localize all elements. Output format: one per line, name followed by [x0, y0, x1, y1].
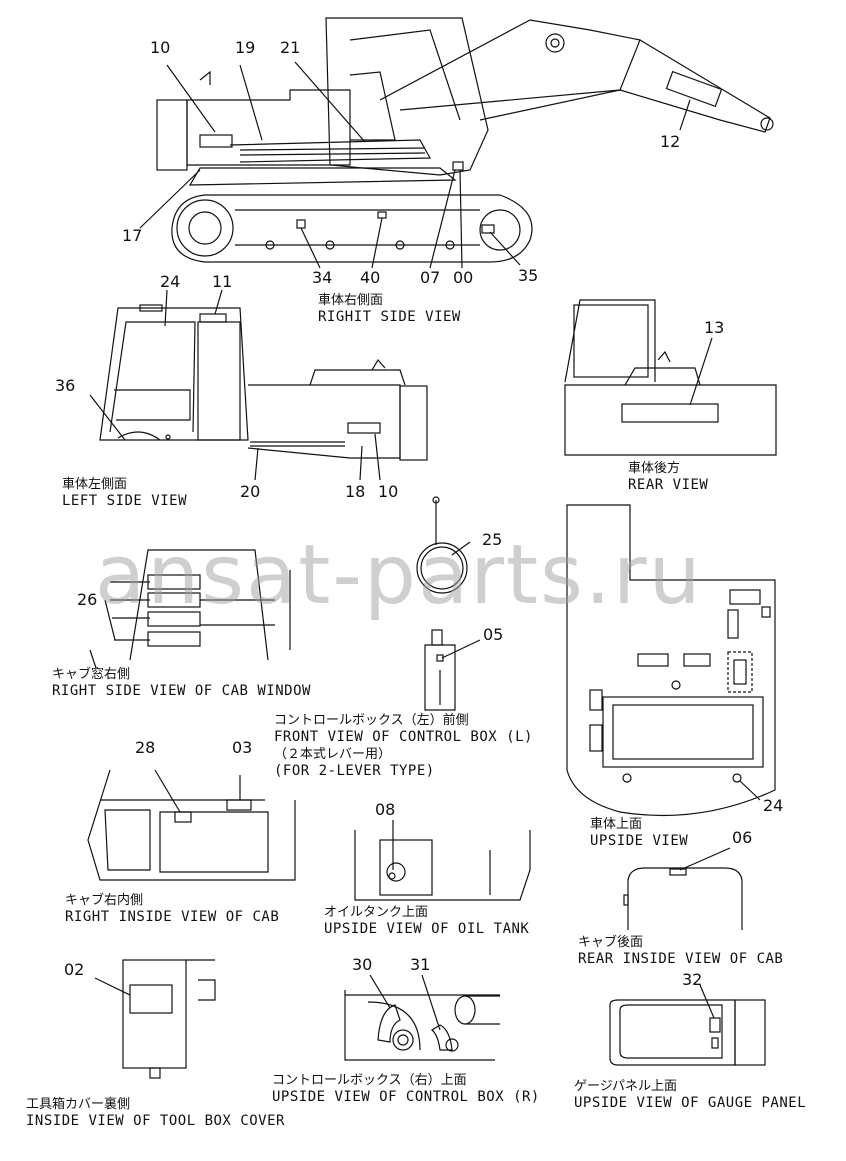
callout-26: 26: [77, 590, 98, 609]
callout-31: 31: [410, 955, 431, 974]
callout-10b: 10: [378, 482, 399, 501]
caption-left-side-jp: 車体左側面: [62, 477, 128, 492]
callout-19: 19: [235, 38, 256, 57]
caption-gauge-panel-jp: ゲージパネル上面: [574, 1079, 677, 1094]
caption-tool-box-en: INSIDE VIEW OF TOOL BOX COVER: [26, 1113, 285, 1129]
caption-rear-en: REAR VIEW: [628, 477, 709, 493]
callout-00: 00: [453, 268, 474, 287]
callout-06: 06: [732, 828, 753, 847]
callout-03: 03: [232, 738, 253, 757]
caption-upside-en: UPSIDE VIEW: [590, 833, 689, 849]
callout-30: 30: [352, 955, 373, 974]
caption-upside: 車体上面 UPSIDE VIEW: [590, 816, 688, 850]
cab-window-drawing: [89, 549, 291, 669]
callout-02: 02: [64, 960, 85, 979]
caption-right-side-jp: 車体右側面: [318, 293, 384, 308]
callout-20: 20: [240, 482, 261, 501]
upside-view-drawing: [566, 504, 776, 817]
caption-oil-tank-en: UPSIDE VIEW OF OIL TANK: [324, 921, 530, 937]
caption-inside-cab: キャブ右内側 RIGHT INSIDE VIEW OF CAB: [65, 892, 279, 926]
caption-cab-window: キャブ窓右側 RIGHT SIDE VIEW OF CAB WINDOW: [52, 666, 311, 700]
control-box-left-drawing: [416, 496, 481, 711]
rear-inside-cab-drawing: [623, 847, 743, 930]
caption-control-box-right: コントロールボックス（右）上面 UPSIDE VIEW OF CONTROL B…: [272, 1072, 540, 1106]
caption-inside-cab-jp: キャブ右内側: [65, 893, 144, 908]
callout-12: 12: [660, 132, 681, 151]
excavator-left-side-drawing: [89, 289, 428, 481]
caption-left-side: 車体左側面 LEFT SIDE VIEW: [62, 476, 187, 510]
caption-tool-box-jp: 工具箱カバー裏側: [26, 1097, 131, 1112]
excavator-right-side-drawing: [139, 17, 774, 269]
caption-inside-cab-en: RIGHT INSIDE VIEW OF CAB: [65, 909, 280, 925]
callout-18: 18: [345, 482, 366, 501]
caption-rear: 車体後方 REAR VIEW: [628, 460, 708, 494]
caption-left-side-en: LEFT SIDE VIEW: [62, 493, 188, 509]
caption-control-box-left-en2: (FOR 2-LEVER TYPE): [274, 763, 435, 779]
caption-rear-jp: 車体後方: [628, 461, 681, 476]
callout-24b: 24: [763, 796, 784, 815]
callout-13: 13: [704, 318, 725, 337]
caption-tool-box: 工具箱カバー裏側 INSIDE VIEW OF TOOL BOX COVER: [26, 1096, 285, 1130]
callout-36: 36: [55, 376, 76, 395]
caption-rear-inside-cab: キャブ後面 REAR INSIDE VIEW OF CAB: [578, 934, 783, 968]
callout-24: 24: [160, 272, 181, 291]
caption-right-side-en: RIGHIT SIDE VIEW: [318, 309, 461, 325]
caption-upside-jp: 車体上面: [590, 817, 643, 832]
watermark: ansat-parts.ru: [95, 528, 703, 623]
callout-17: 17: [122, 226, 143, 245]
caption-cab-window-en: RIGHT SIDE VIEW OF CAB WINDOW: [52, 683, 311, 699]
callout-35: 35: [518, 266, 539, 285]
callout-28: 28: [135, 738, 156, 757]
caption-control-box-left-en: FRONT VIEW OF CONTROL BOX (L): [274, 729, 533, 745]
control-box-right-drawing: [344, 974, 500, 1061]
callout-25: 25: [482, 530, 503, 549]
caption-rear-inside-cab-en: REAR INSIDE VIEW OF CAB: [578, 951, 784, 967]
caption-control-box-right-jp: コントロールボックス（右）上面: [272, 1073, 467, 1088]
oil-tank-drawing: [354, 820, 531, 901]
caption-control-box-left-jp2: （２本式レバー用）: [274, 747, 392, 762]
callout-21: 21: [280, 38, 301, 57]
excavator-rear-drawing: [564, 299, 777, 456]
caption-oil-tank: オイルタンク上面 UPSIDE VIEW OF OIL TANK: [324, 904, 529, 938]
callout-10: 10: [150, 38, 171, 57]
callout-07: 07: [420, 268, 441, 287]
callout-34: 34: [312, 268, 333, 287]
callout-08: 08: [375, 800, 396, 819]
callout-11: 11: [212, 272, 233, 291]
callout-05: 05: [483, 625, 504, 644]
caption-control-box-right-en: UPSIDE VIEW OF CONTROL BOX (R): [272, 1089, 540, 1105]
caption-rear-inside-cab-jp: キャブ後面: [578, 935, 644, 950]
gauge-panel-drawing: [609, 984, 766, 1066]
caption-oil-tank-jp: オイルタンク上面: [324, 905, 429, 920]
cab-inside-drawing: [87, 769, 296, 881]
tool-box-drawing: [94, 959, 216, 1079]
callout-40: 40: [360, 268, 381, 287]
caption-control-box-left: コントロールボックス（左）前側 FRONT VIEW OF CONTROL BO…: [274, 712, 533, 780]
caption-gauge-panel: ゲージパネル上面 UPSIDE VIEW OF GAUGE PANEL: [574, 1078, 806, 1112]
caption-right-side: 車体右側面 RIGHIT SIDE VIEW: [318, 292, 461, 326]
caption-gauge-panel-en: UPSIDE VIEW OF GAUGE PANEL: [574, 1095, 807, 1111]
callout-32: 32: [682, 970, 703, 989]
caption-control-box-left-jp: コントロールボックス（左）前側: [274, 713, 469, 728]
caption-cab-window-jp: キャブ窓右側: [52, 667, 131, 682]
